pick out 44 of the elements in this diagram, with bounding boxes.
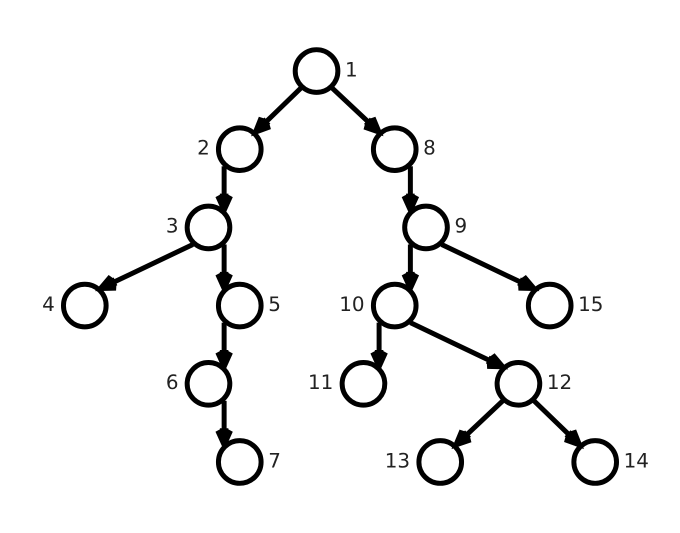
node-label: 10 — [339, 292, 365, 316]
node-circle — [216, 125, 264, 174]
arrow — [370, 322, 388, 370]
arrow — [215, 166, 234, 213]
arrow — [532, 399, 582, 448]
node-circle — [526, 282, 574, 330]
node-label: 3 — [166, 214, 178, 238]
node-circle — [402, 204, 450, 252]
node-label: 5 — [268, 292, 281, 316]
arrow — [330, 86, 382, 135]
arrow — [215, 322, 234, 370]
arrow — [453, 399, 504, 448]
node-circle — [184, 360, 232, 408]
node-label: 9 — [454, 214, 468, 238]
node-label: 1 — [344, 58, 358, 82]
node-circle — [370, 282, 419, 330]
arrow — [402, 166, 420, 213]
node-circle — [292, 47, 340, 95]
node-label: 12 — [546, 371, 572, 394]
node-label: 6 — [166, 371, 178, 394]
node-circle — [184, 204, 232, 252]
node-circle — [494, 360, 542, 408]
arrow — [402, 244, 420, 292]
node-circle — [416, 438, 464, 486]
node-circle — [571, 438, 620, 486]
node-label: 14 — [624, 449, 649, 472]
node-label: 7 — [268, 449, 281, 472]
node-circle — [60, 282, 109, 330]
node-label: 15 — [578, 292, 604, 316]
arrow — [409, 320, 506, 370]
node-circle — [340, 360, 388, 408]
node-label: 11 — [308, 371, 334, 394]
node-label: 4 — [42, 292, 55, 316]
node-label: 13 — [384, 449, 410, 472]
node-circle — [216, 282, 264, 330]
arrow — [215, 400, 234, 448]
node-circle — [216, 438, 264, 486]
node-circle — [370, 125, 419, 174]
arrow — [440, 242, 537, 292]
arrow — [98, 242, 194, 292]
node-label: 8 — [423, 136, 436, 160]
node-label: 2 — [197, 136, 210, 160]
arrow — [215, 244, 234, 292]
arrow — [252, 86, 303, 135]
